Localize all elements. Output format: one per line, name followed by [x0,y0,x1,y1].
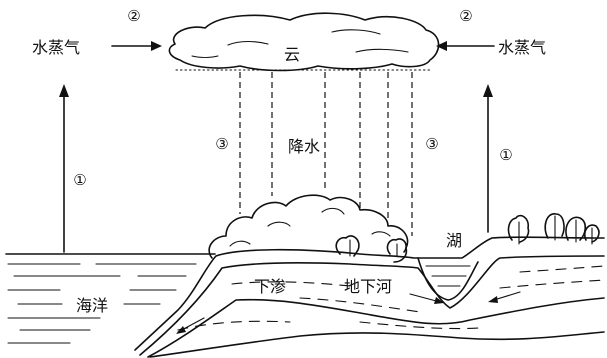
marker-3-left: ③ [215,135,228,153]
precipitation-label: 降水 [288,137,320,156]
vapor-arrow-right [436,41,495,51]
underground-river-label: 地下河 [344,277,392,296]
vapor-label-right: 水蒸气 [498,38,546,57]
vapor-label-left: 水蒸气 [32,38,80,57]
land [134,236,605,358]
evaporation-arrow-left [59,84,69,253]
marker-1-right: ① [499,146,512,164]
trees-right [507,213,600,245]
ocean-label: 海洋 [76,296,108,315]
vapor-arrow-left [111,41,162,51]
lake-label: 湖 [446,231,462,250]
evaporation-arrow-right [483,84,493,233]
cloud-label: 云 [284,45,300,64]
marker-1-left: ① [73,171,86,189]
ocean [5,253,216,344]
precipitation-lines [239,72,413,236]
infiltration-label: 下渗 [254,277,286,296]
marker-2-right: ② [459,7,472,25]
cloud [168,12,440,72]
forest-canopy [208,194,409,263]
marker-2-left: ② [127,7,140,25]
marker-3-right: ③ [425,135,438,153]
